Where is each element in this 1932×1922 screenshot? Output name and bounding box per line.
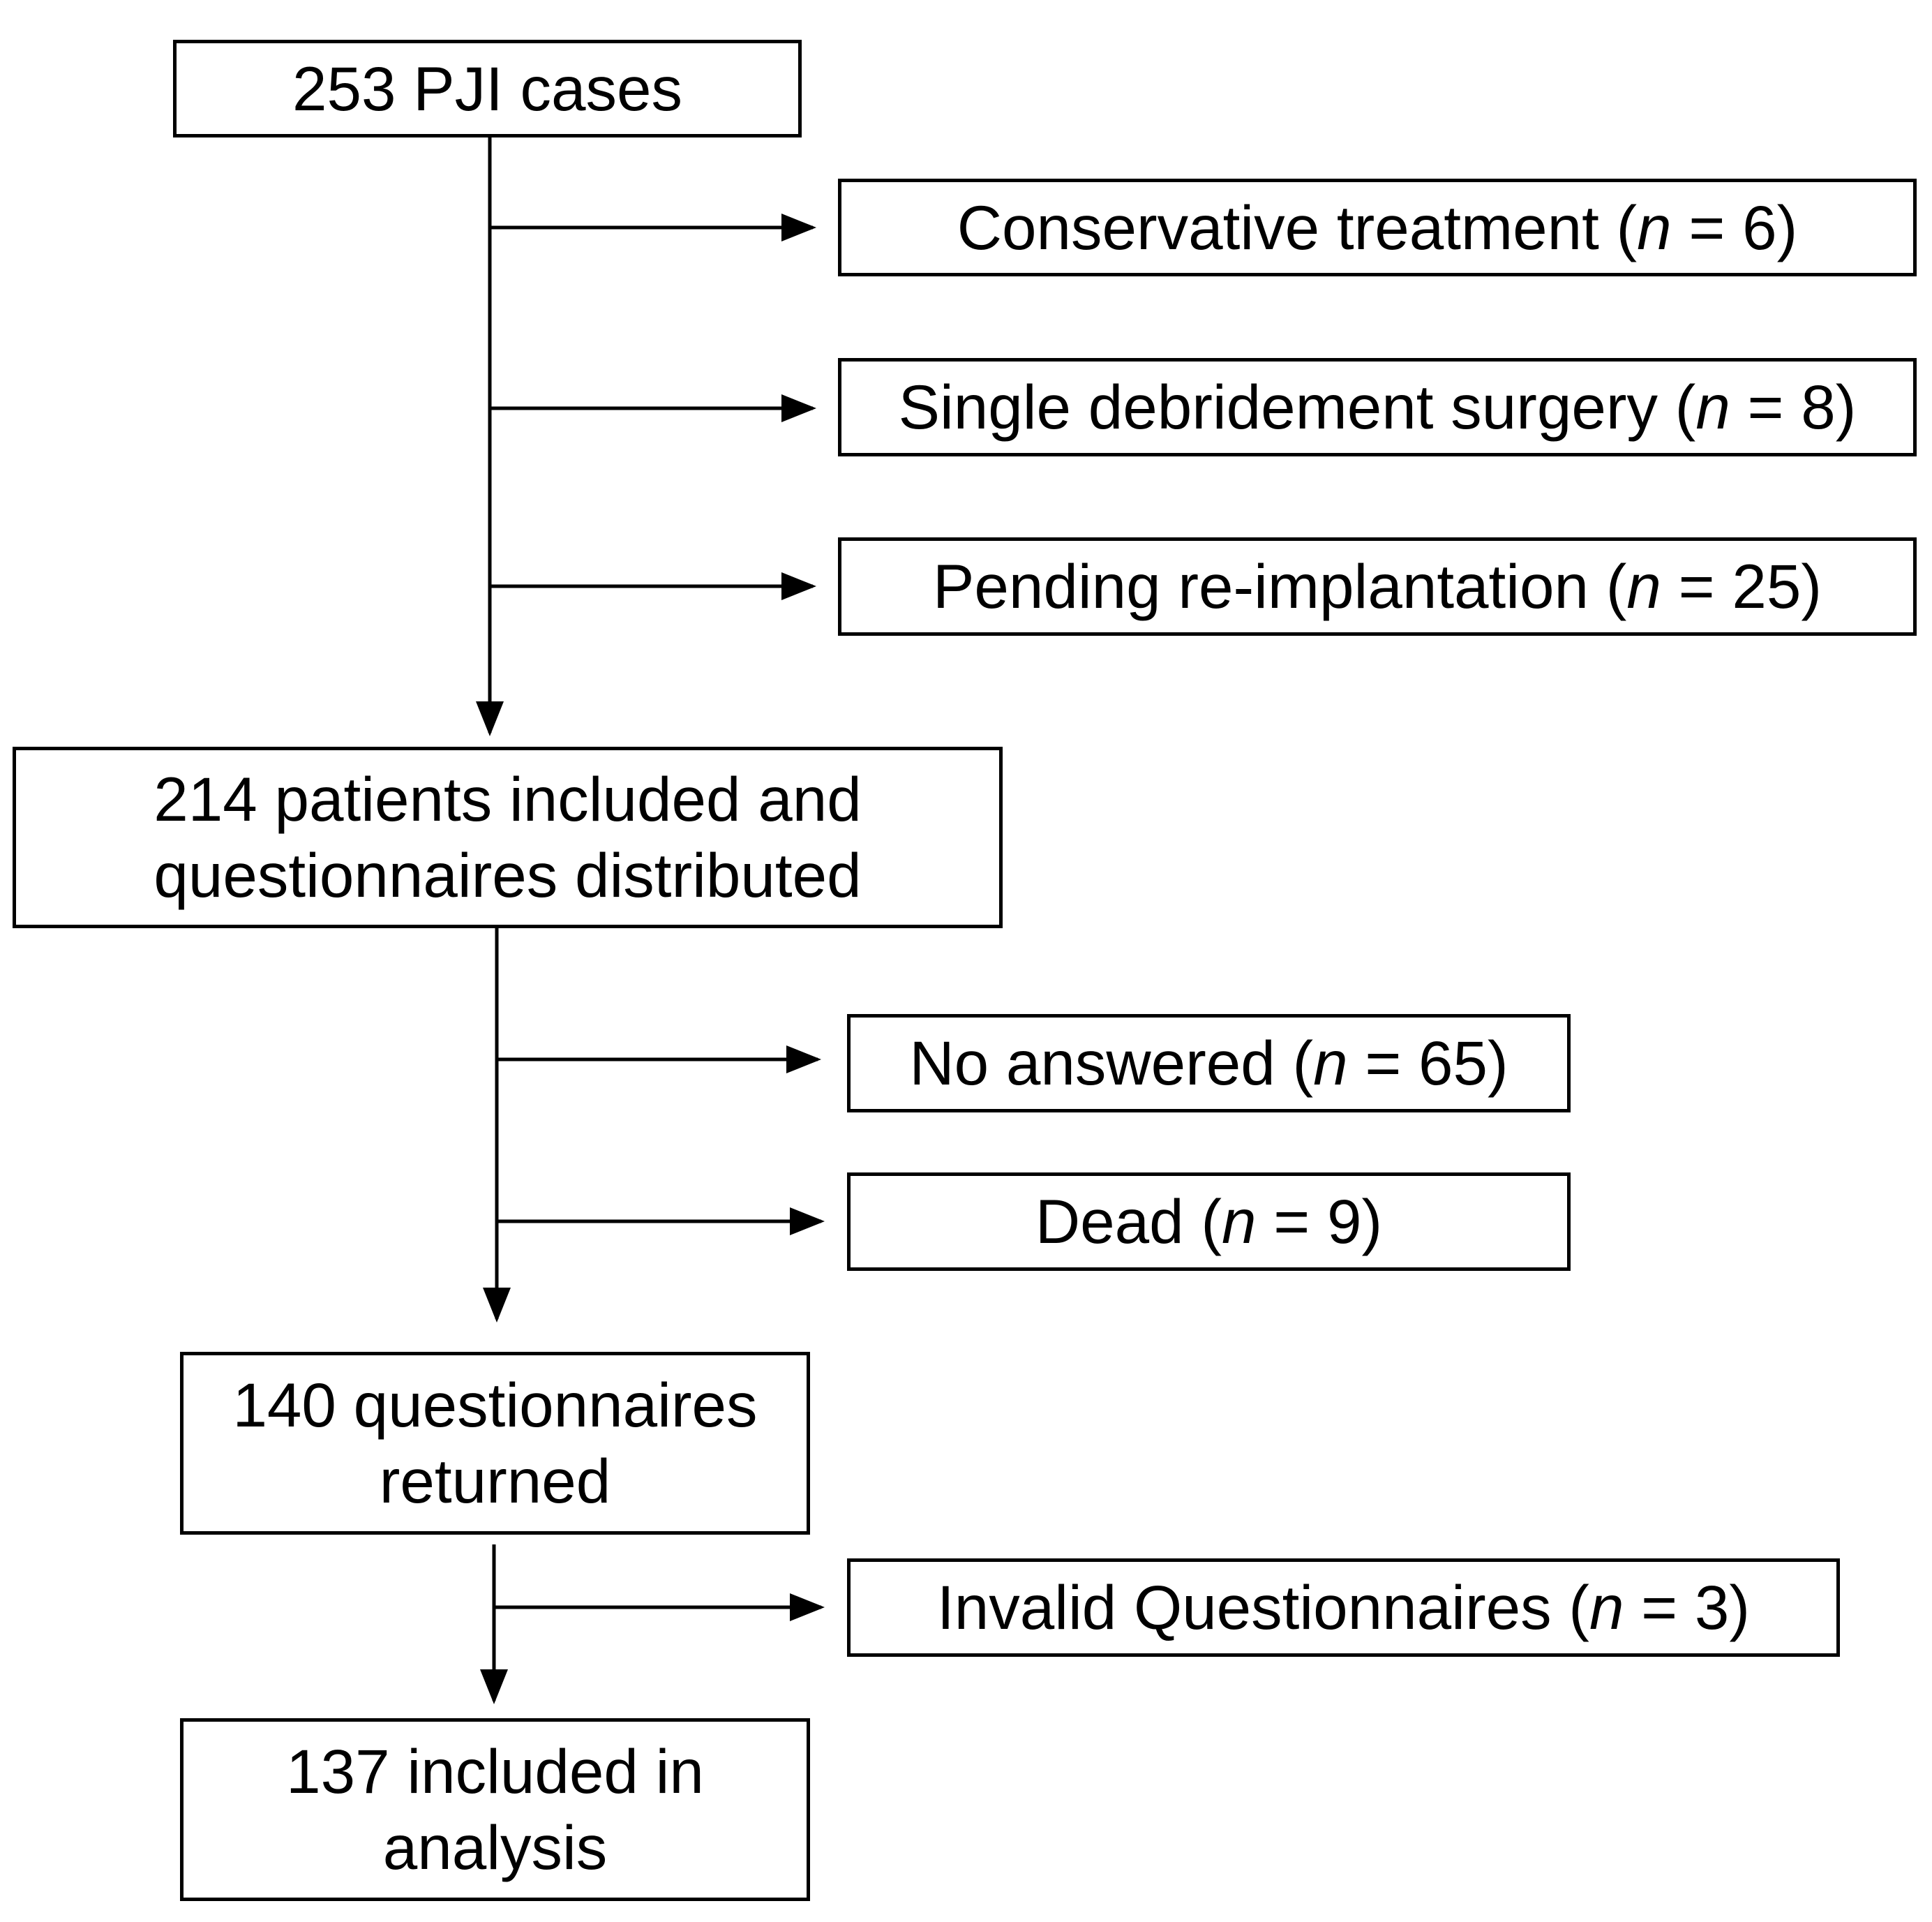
analysis-line2: analysis [382, 1812, 608, 1882]
no-answered-suffix: = 65) [1347, 1028, 1508, 1098]
box-questionnaires-returned: 140 questionnaires returned [180, 1352, 810, 1535]
box-no-answered: No answered (n = 65) [847, 1014, 1571, 1112]
invalid-label: Invalid Questionnaires (n = 3) [937, 1570, 1750, 1646]
dead-label: Dead (n = 9) [1035, 1184, 1382, 1260]
invalid-n: n [1589, 1572, 1624, 1643]
pending-reimplant-label: Pending re-implantation (n = 25) [933, 549, 1822, 625]
dead-prefix: Dead ( [1035, 1186, 1222, 1257]
conservative-n: n [1637, 192, 1672, 262]
box-included-distributed: 214 patients included and questionnaires… [13, 747, 1003, 928]
returned-line1: 140 questionnaires [232, 1370, 758, 1440]
box-included-analysis: 137 included in analysis [180, 1718, 810, 1901]
no-answered-prefix: No answered ( [909, 1028, 1314, 1098]
box-total-cases-label: 253 PJI cases [292, 53, 683, 124]
pending-reimplant-n: n [1626, 551, 1661, 622]
single-debridement-label: Single debridement surgery (n = 8) [899, 369, 1857, 445]
single-debridement-suffix: = 8) [1730, 372, 1857, 442]
box-single-debridement: Single debridement surgery (n = 8) [838, 358, 1917, 456]
invalid-suffix: = 3) [1624, 1572, 1751, 1643]
included-distributed-line2: questionnaires distributed [153, 840, 862, 910]
invalid-prefix: Invalid Questionnaires ( [936, 1572, 1589, 1643]
box-dead: Dead (n = 9) [847, 1172, 1571, 1271]
single-debridement-prefix: Single debridement surgery ( [898, 372, 1696, 442]
single-debridement-n: n [1695, 372, 1730, 442]
dead-n: n [1222, 1186, 1257, 1257]
analysis-line1: 137 included in [286, 1736, 704, 1807]
box-pending-reimplantation: Pending re-implantation (n = 25) [838, 537, 1917, 636]
conservative-label: Conservative treatment (n = 6) [957, 190, 1798, 266]
pending-reimplant-prefix: Pending re-implantation ( [933, 551, 1627, 622]
no-answered-label: No answered (n = 65) [909, 1025, 1508, 1101]
returned-line2: returned [379, 1446, 611, 1516]
dead-suffix: = 9) [1256, 1186, 1383, 1257]
pending-reimplant-suffix: = 25) [1661, 551, 1822, 622]
box-total-cases: 253 PJI cases [173, 40, 802, 137]
included-distributed-line1: 214 patients included and [153, 764, 862, 835]
conservative-prefix: Conservative treatment ( [957, 192, 1638, 262]
box-conservative-treatment: Conservative treatment (n = 6) [838, 179, 1917, 276]
conservative-suffix: = 6) [1671, 192, 1798, 262]
box-invalid-questionnaires: Invalid Questionnaires (n = 3) [847, 1558, 1840, 1657]
no-answered-n: n [1313, 1028, 1348, 1098]
